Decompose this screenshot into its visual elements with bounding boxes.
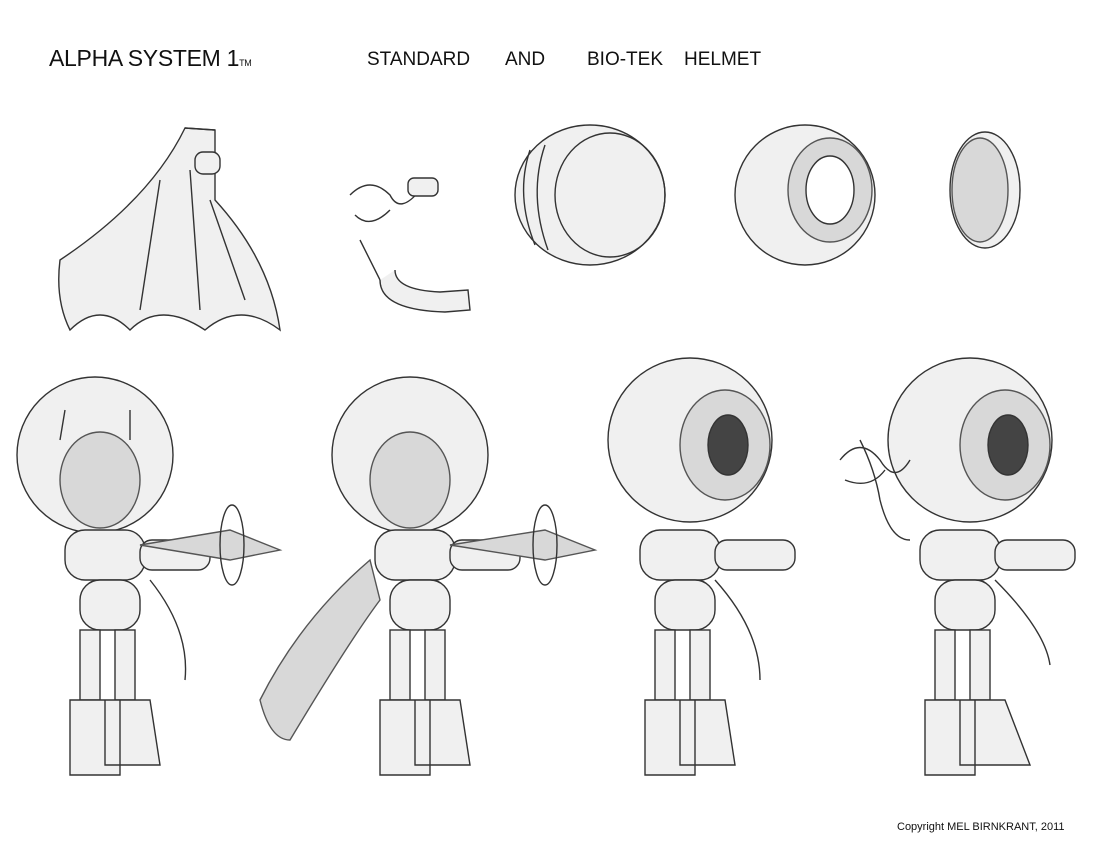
lens-part	[949, 131, 1021, 249]
subtitle-standard: STANDARD	[367, 49, 471, 70]
subtitle-helmet: HELMET	[684, 49, 762, 70]
figure-standard	[16, 376, 283, 776]
subtitle-and: AND	[505, 49, 546, 70]
sheet-title: ALPHA SYSTEM 1TM	[49, 45, 252, 72]
figure-biotek	[607, 357, 796, 776]
cape-part	[58, 127, 281, 332]
trademark: TM	[239, 58, 252, 68]
subtitle-biotek: BIO-TEK	[587, 49, 664, 70]
tentacle-part	[349, 177, 471, 313]
helmet-ring-part	[514, 124, 666, 266]
eyeball-ring-part	[734, 124, 876, 266]
figure-standard-caped	[259, 376, 598, 776]
figure-biotek-tentacles	[839, 357, 1076, 776]
copyright: Copyright MEL BIRNKRANT, 2011	[897, 821, 1065, 833]
title-text: ALPHA SYSTEM 1	[49, 45, 240, 71]
